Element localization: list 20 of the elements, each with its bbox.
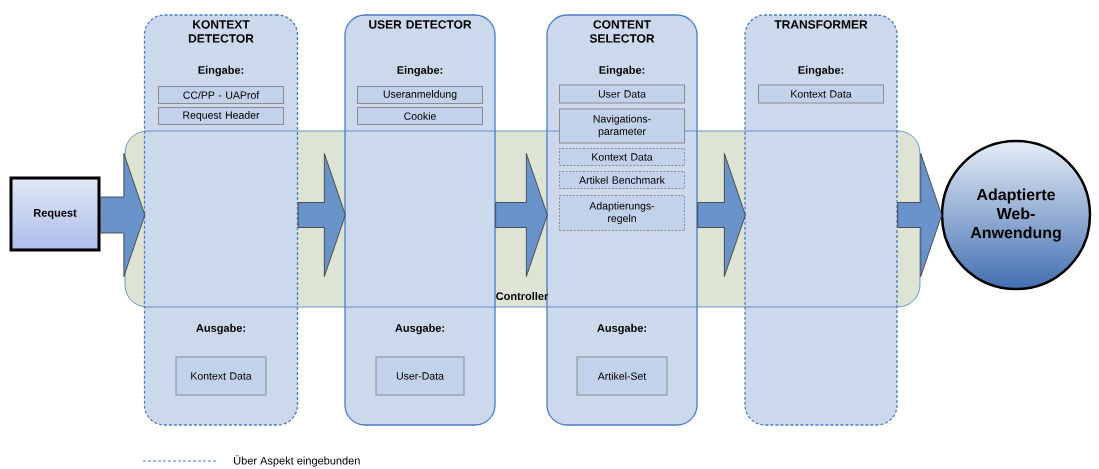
data-box: User-Data: [375, 356, 465, 396]
request-box: Request: [9, 176, 101, 252]
block-arrow: [297, 153, 346, 277]
data-box: Adaptierungs- regeln: [559, 195, 685, 231]
data-box: Artikel-Set: [576, 356, 668, 396]
data-box: Cookie: [357, 107, 483, 125]
block-arrow: [100, 153, 146, 277]
data-box: Kontext Data: [758, 84, 884, 104]
data-box: User Data: [559, 84, 685, 104]
data-box: Useranmeldung: [357, 86, 483, 104]
block-arrow: [697, 153, 746, 277]
data-box: Kontext Data: [175, 356, 267, 396]
data-box: Artikel Benchmark: [559, 171, 685, 189]
block-arrow: [495, 153, 548, 277]
data-box: CC/PP - UAProf: [158, 86, 284, 104]
block-arrow: [897, 153, 943, 277]
data-box: Request Header: [158, 107, 284, 125]
legend-text: Über Aspekt eingebunden: [234, 455, 360, 467]
data-box: Kontext Data: [559, 148, 685, 166]
data-box: Navigations- parameter: [559, 108, 685, 144]
